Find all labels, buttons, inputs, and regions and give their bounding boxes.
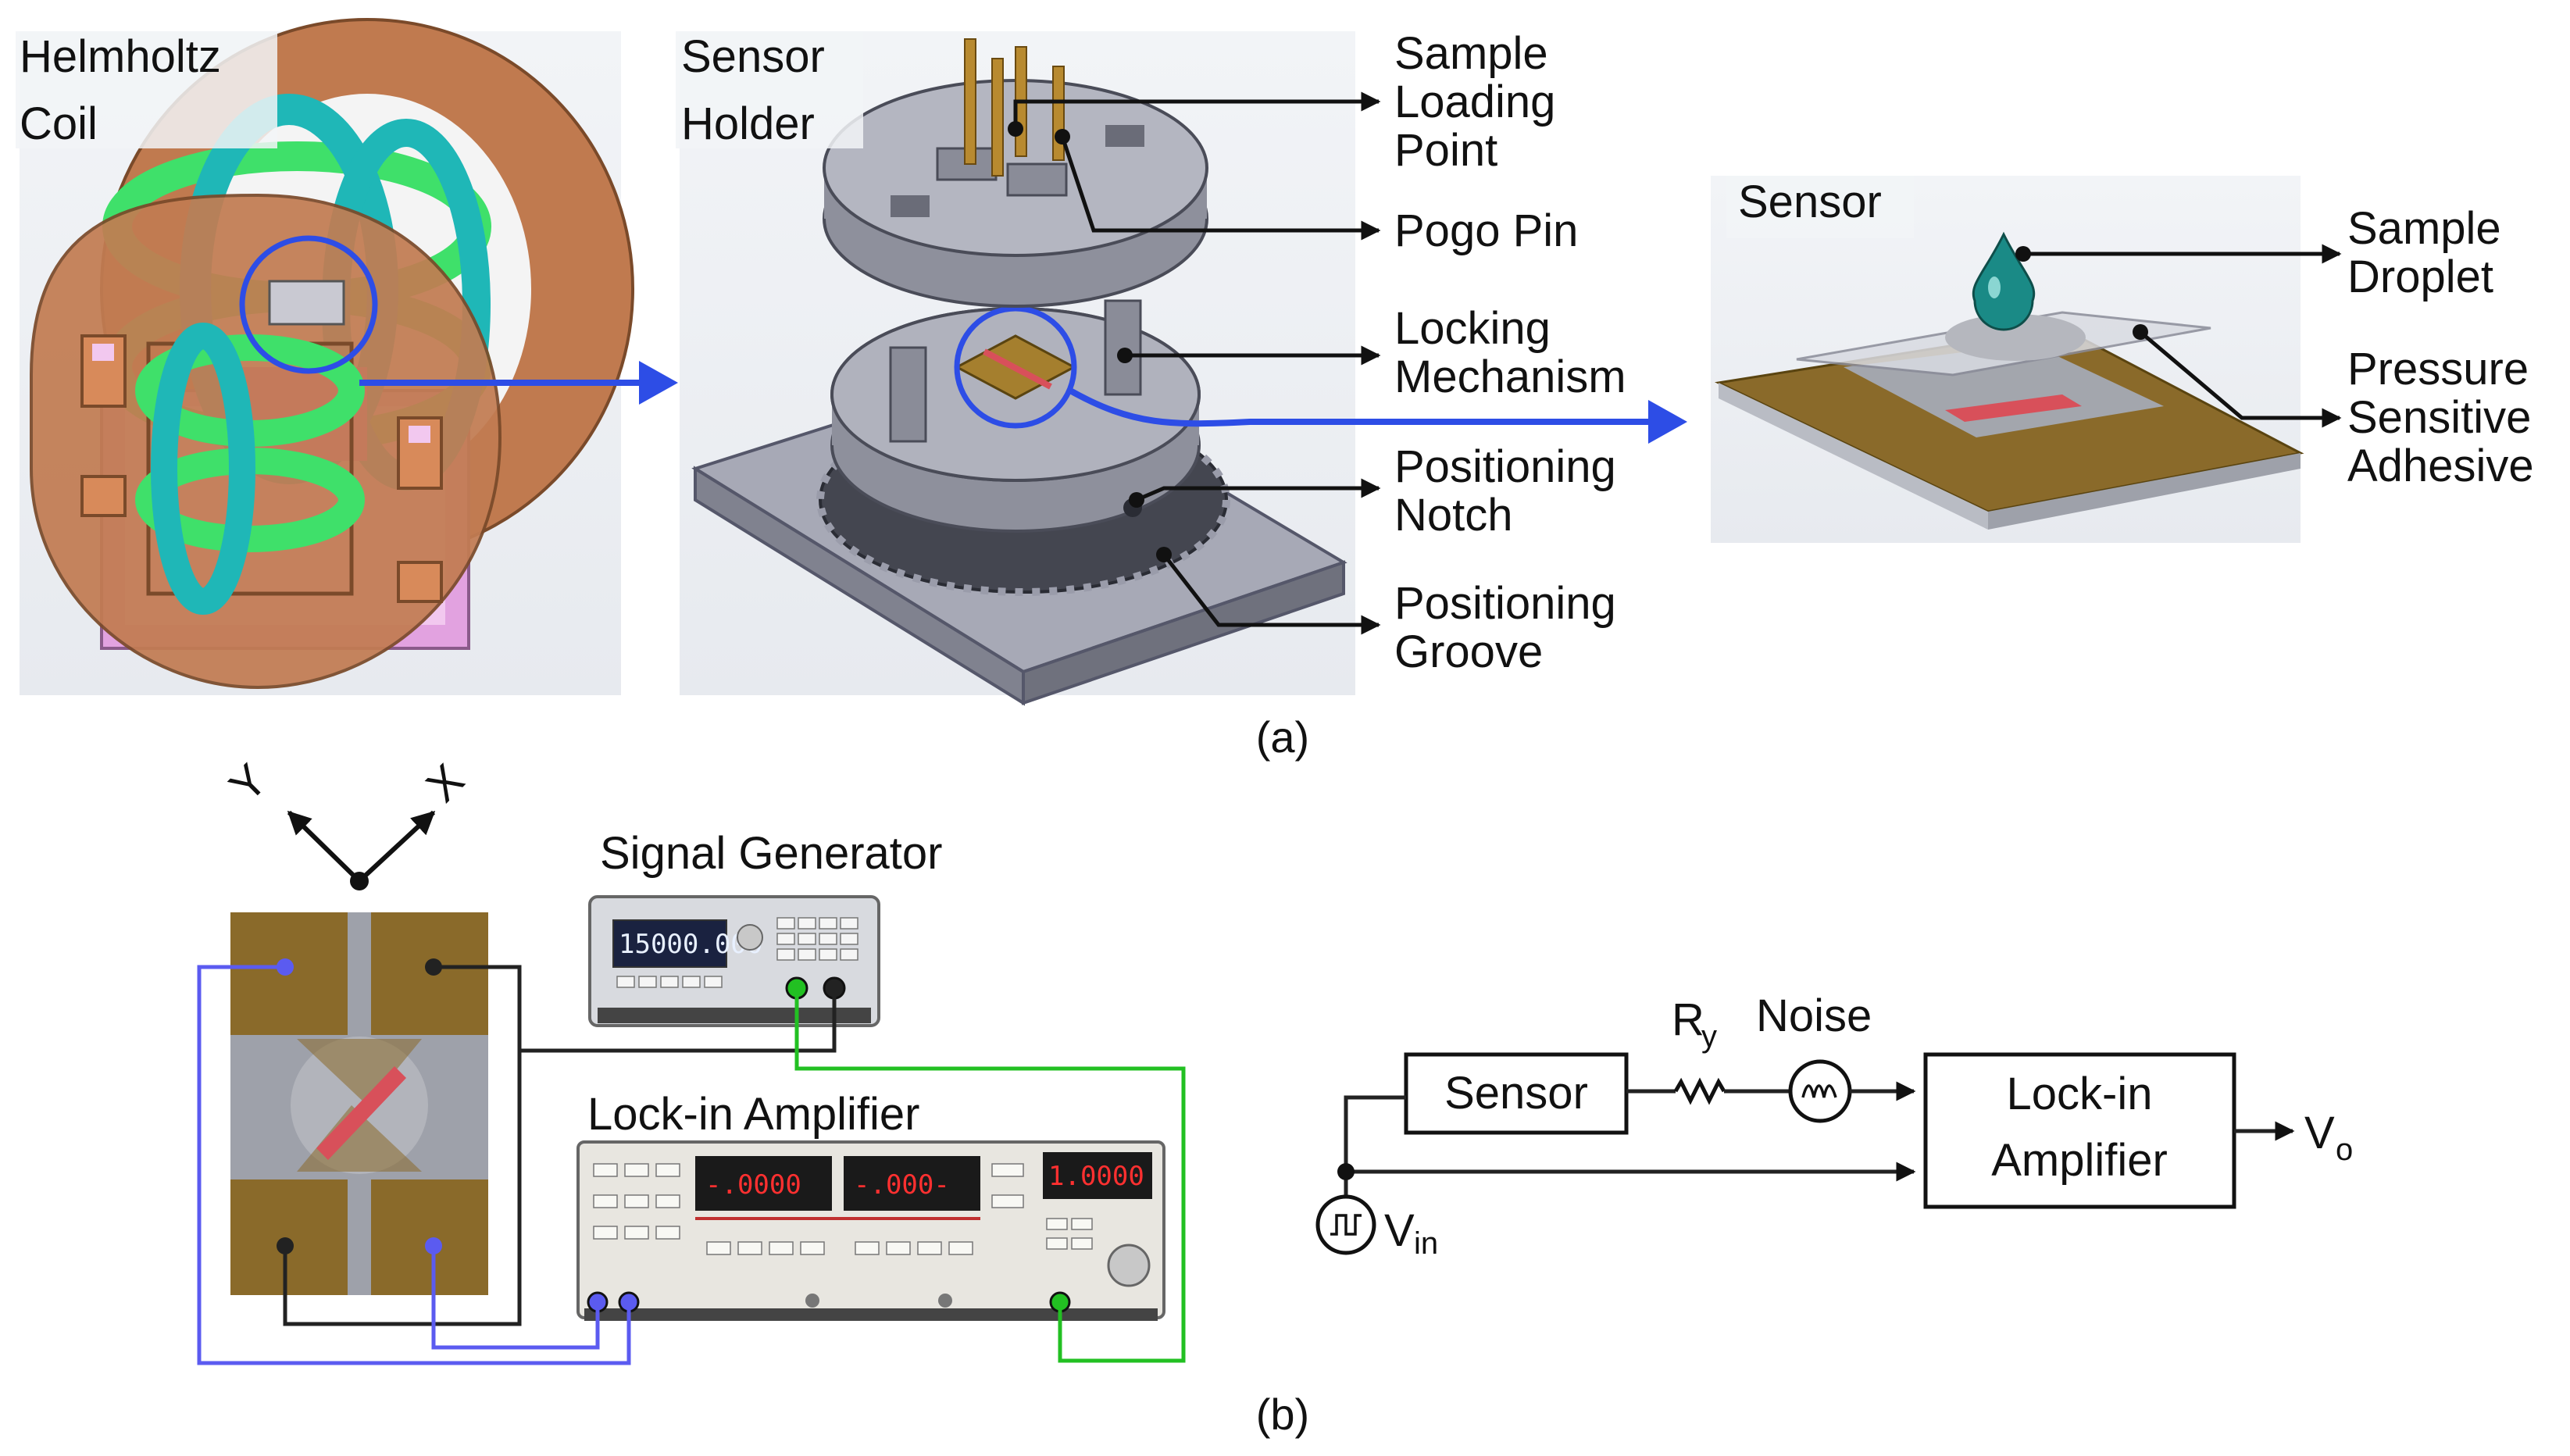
callout-sample-loading-3: Point — [1394, 125, 1497, 176]
callout-psa-1: Pressure — [2347, 344, 2529, 394]
callout-notch-1: Positioning — [1394, 441, 1616, 492]
callout-sample-loading-1: Sample — [1394, 28, 1548, 79]
noise-source-icon — [1788, 1059, 1852, 1123]
sensor-top-view — [230, 912, 488, 1295]
signal-generator-label: Signal Generator — [600, 828, 942, 879]
circuit-sensor-block — [1404, 1052, 1629, 1135]
zoom-arrow-holder-to-sensor — [1069, 387, 1664, 427]
axis-y-label: Y — [220, 755, 277, 812]
zoom-arrow-coil-head — [639, 361, 678, 405]
callout-droplet-1: Sample — [2347, 203, 2501, 254]
callout-droplet-2: Droplet — [2347, 252, 2493, 302]
helmholtz-coil-render — [16, 18, 634, 695]
sensor-holder-render — [676, 31, 1355, 706]
holder-callout-pointers — [1008, 91, 1381, 635]
resistor-label: R — [1672, 994, 1704, 1045]
resistor-subscript: y — [1701, 1019, 1717, 1054]
wiring — [197, 965, 1186, 1365]
callout-psa-2: Sensitive — [2347, 392, 2531, 443]
xy-axes — [287, 810, 436, 890]
circuit-diagram — [1315, 1052, 2295, 1255]
lockin-display-3: 1.0000 — [1048, 1161, 1144, 1192]
callout-psa-3: Adhesive — [2347, 441, 2534, 491]
input-voltage-subscript: in — [1414, 1226, 1438, 1261]
zoom-arrow-sensor-head — [1648, 400, 1687, 444]
sensor-callout-pointers — [2015, 244, 2342, 428]
coil-label-line1: Helmholtz — [20, 31, 221, 82]
callout-groove-1: Positioning — [1394, 578, 1616, 629]
output-voltage-subscript: o — [2336, 1133, 2353, 1167]
lockin-amplifier-label: Lock-in Amplifier — [587, 1089, 919, 1140]
axis-x-label: X — [416, 755, 473, 812]
signal-generator: 15000.000 — [588, 895, 880, 1027]
callout-locking-2: Mechanism — [1394, 352, 1626, 402]
panel-b: Y X 15000.000 — [197, 755, 2353, 1439]
noise-label: Noise — [1756, 990, 1872, 1041]
sensor-label: Sensor — [1738, 177, 1882, 227]
callout-notch-2: Notch — [1394, 490, 1513, 541]
holder-label-line1: Sensor — [681, 31, 825, 82]
caption-a: (a) — [1256, 712, 1309, 762]
resistor-icon — [1673, 1077, 1726, 1105]
lockin-display-2: -.000- — [854, 1169, 950, 1201]
callout-locking-1: Locking — [1394, 303, 1551, 354]
lockin-display-1: -.0000 — [705, 1169, 801, 1201]
circuit-lockin-block — [1923, 1052, 2236, 1209]
callout-sample-loading-2: Loading — [1394, 77, 1555, 127]
holder-label-line2: Holder — [681, 98, 815, 149]
circuit-lockin-line1: Lock-in — [2007, 1069, 2153, 1119]
callout-pogo-pin: Pogo Pin — [1394, 205, 1578, 256]
output-voltage-label: V — [2304, 1108, 2335, 1158]
coil-label-line2: Coil — [20, 98, 98, 149]
lockin-amplifier: -.0000 -.000- 1.0000 — [576, 1140, 1165, 1321]
caption-b: (b) — [1256, 1390, 1309, 1439]
circuit-lockin-line2: Amplifier — [1991, 1135, 2168, 1186]
sensor-render — [1711, 176, 2304, 543]
circuit-sensor-label: Sensor — [1444, 1068, 1588, 1119]
input-voltage-label: V — [1384, 1205, 1415, 1256]
panel-a: Helmholtz Coil — [16, 18, 2534, 762]
callout-groove-2: Groove — [1394, 626, 1543, 677]
